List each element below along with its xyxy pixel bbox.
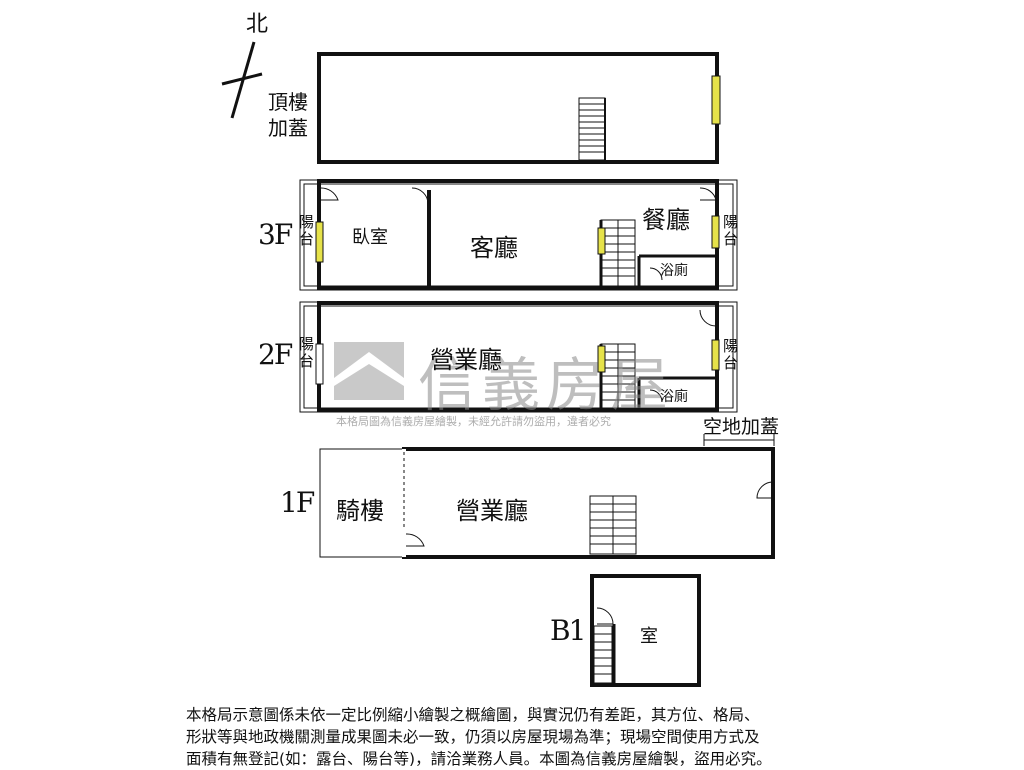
floor1-open-extension: 空地加蓋	[703, 416, 780, 438]
floor3-bathroom: 浴廁	[660, 263, 688, 279]
roof-label-line1: 頂樓	[268, 90, 308, 114]
floor2-label: 2F	[258, 338, 293, 371]
watermark-notice: 本格局圖為信義房屋繪製，未經允許請勿盜用，違者必究	[336, 415, 611, 428]
watermark-logo-icon	[334, 342, 404, 400]
basement-room: 室	[640, 626, 658, 647]
floor2-right-balcony: 陽台	[721, 338, 739, 372]
floor3-left-balcony: 陽台	[297, 214, 315, 248]
disclaimer-line2: 形狀等與地政機關測量成果圖未必一致，仍須以房屋現場為準；現場空間使用方式及	[186, 728, 760, 746]
floor3-right-balcony: 陽台	[721, 214, 739, 248]
floor3-label: 3F	[258, 218, 293, 251]
floor1-arcade: 騎樓	[336, 497, 384, 525]
north-arrow-icon	[221, 41, 263, 119]
watermark-brand: 信義房屋	[418, 351, 675, 419]
roof-plan	[317, 52, 721, 164]
floor2-bathroom: 浴廁	[660, 389, 688, 405]
disclaimer-line3: 面積有無登記(如：露台、陽台等)，請洽業務人員。本圖為信義房屋繪製，盜用必究。	[186, 750, 772, 768]
basement-label: B1	[550, 614, 586, 647]
floor2-business-hall: 營業廳	[430, 346, 502, 374]
roof-stair	[578, 97, 606, 161]
north-label: 北	[246, 12, 269, 37]
floor2-plan	[299, 301, 738, 413]
floor3-living-room: 客廳	[470, 234, 518, 262]
floor2-left-balcony: 陽台	[297, 336, 315, 370]
disclaimer: 本格局示意圖係未依一定比例縮小繪製之概繪圖，與實況仍有差距，其方位、格局、 形狀…	[186, 704, 846, 770]
floor3-bedroom: 臥室	[352, 227, 388, 248]
floor3-dining-room: 餐廳	[642, 206, 690, 234]
floor3-plan	[299, 179, 738, 291]
basement-plan	[590, 574, 701, 687]
roof-label-line2: 加蓋	[268, 116, 308, 140]
floor1-label: 1F	[280, 486, 315, 519]
floor1-plan	[319, 434, 775, 559]
disclaimer-line1: 本格局示意圖係未依一定比例縮小繪製之概繪圖，與實況仍有差距，其方位、格局、	[186, 706, 760, 724]
floor1-business-hall: 營業廳	[456, 497, 528, 525]
roof-window	[711, 75, 721, 125]
